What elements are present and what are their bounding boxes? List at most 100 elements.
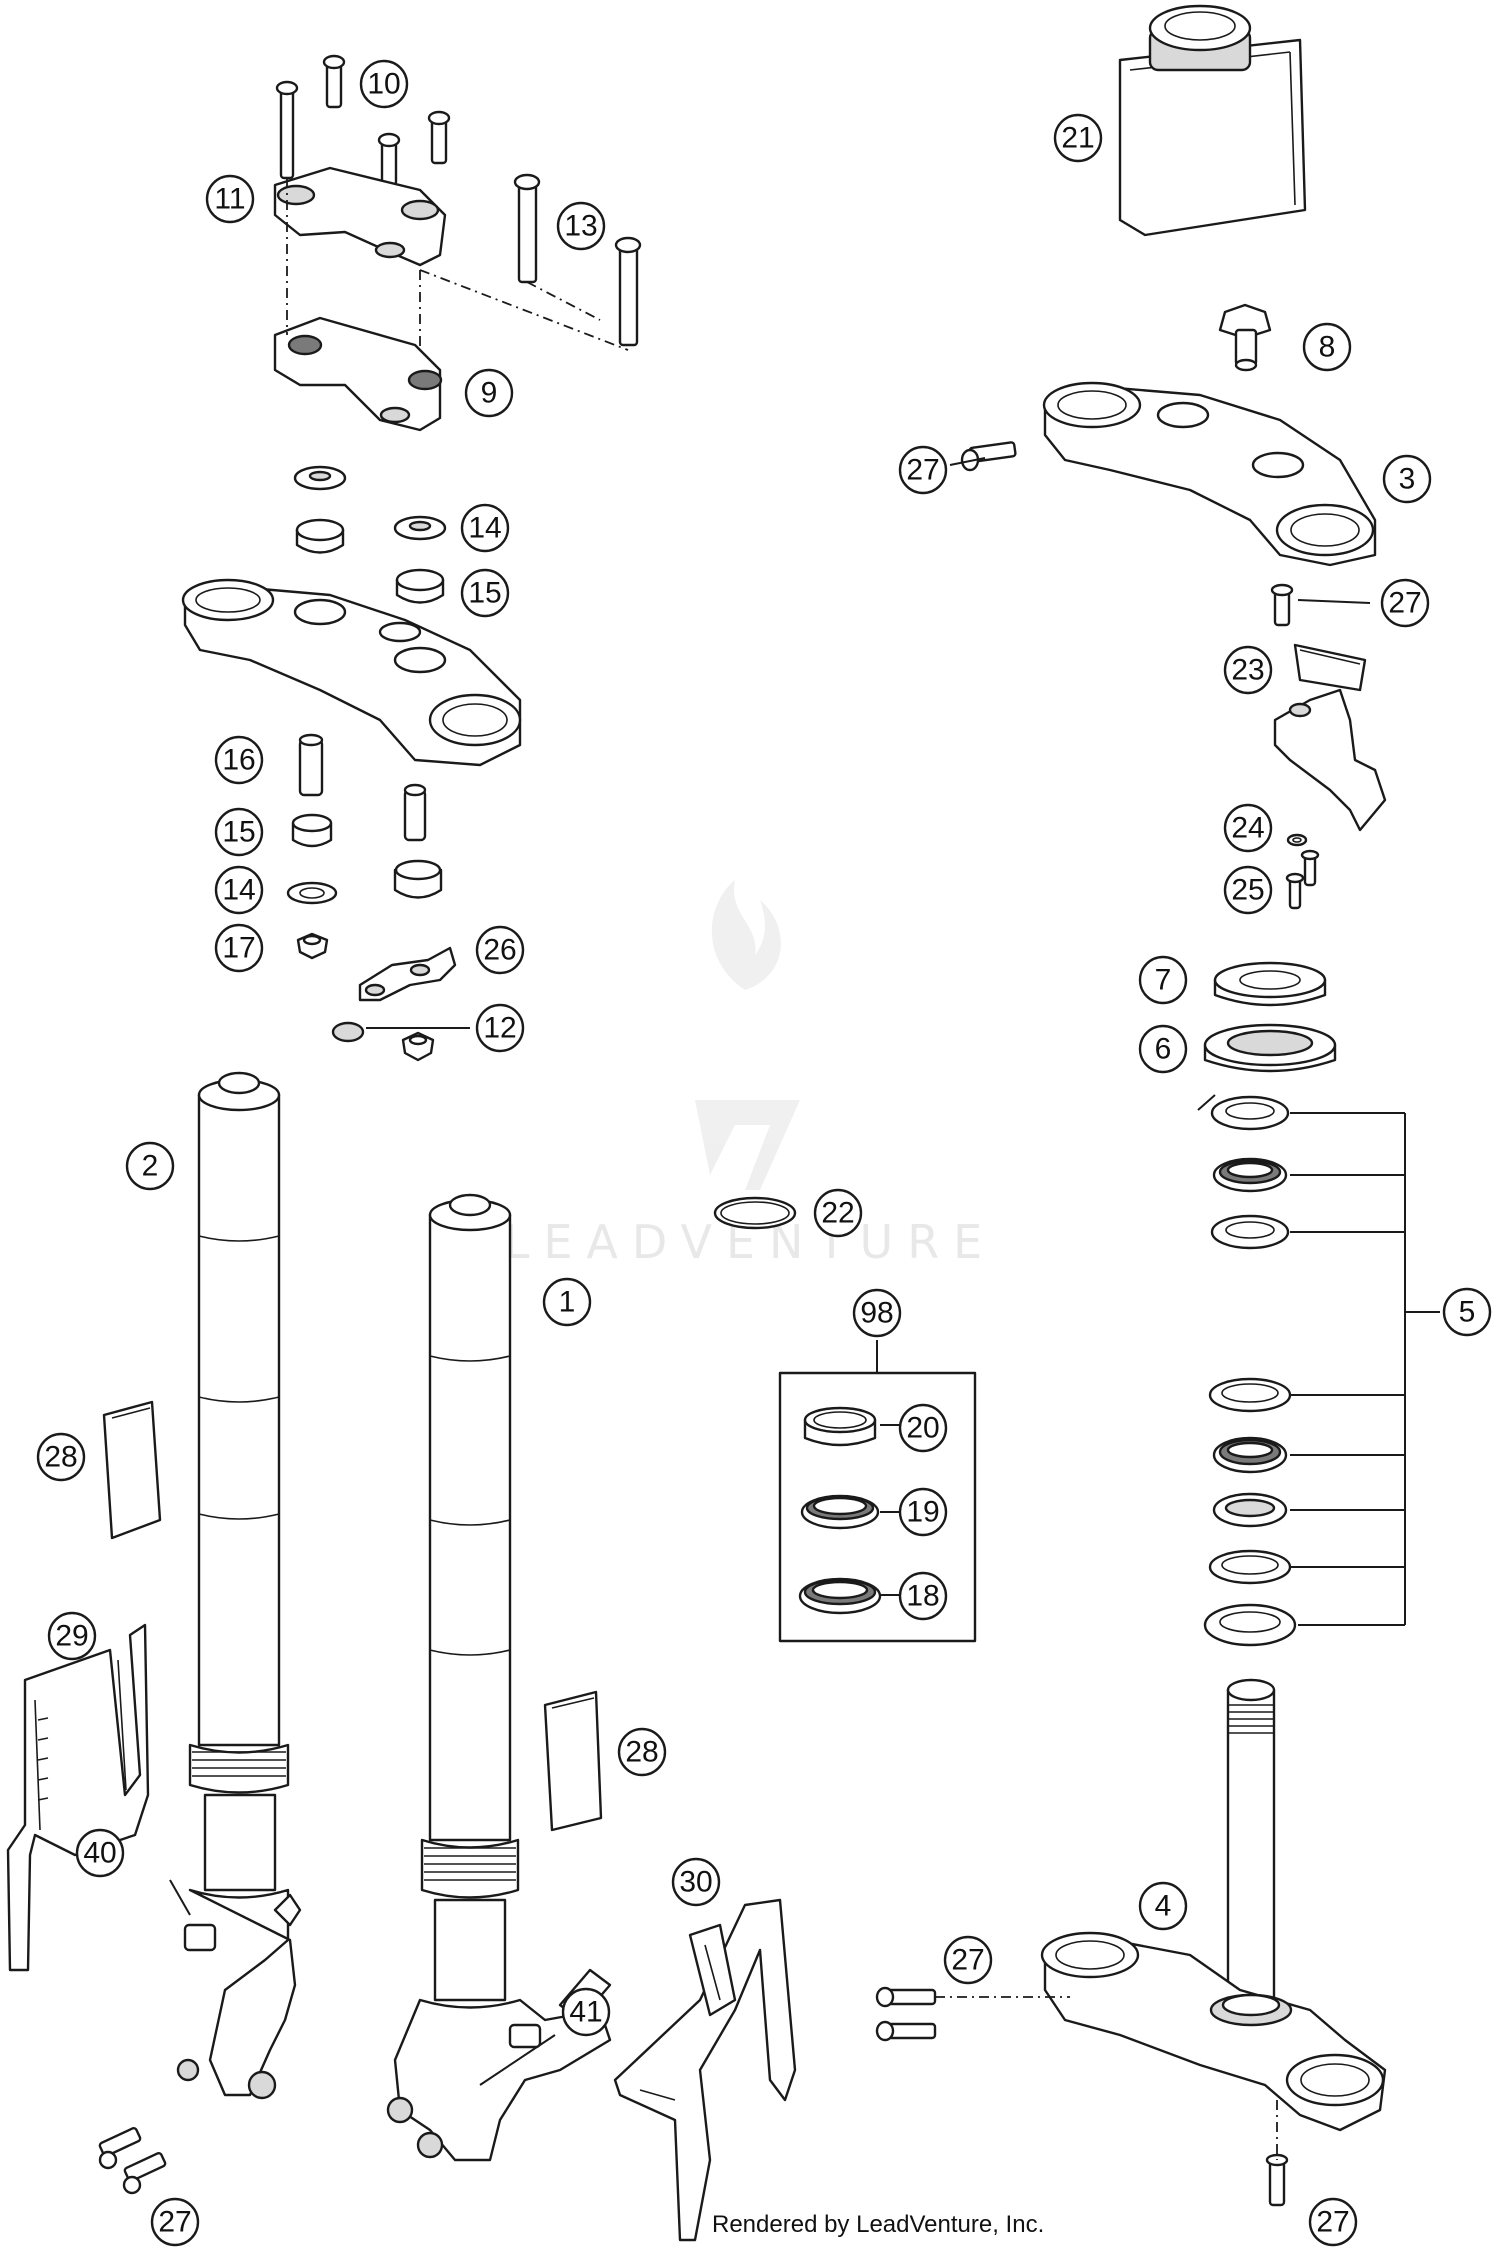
svg-text:40: 40 — [83, 1837, 116, 1870]
part-4-lower-triple-clamp — [1040, 1678, 1387, 2132]
svg-text:9: 9 — [481, 377, 498, 410]
callout-26: 26 — [475, 925, 525, 975]
part-10-bolts — [275, 54, 451, 187]
callout-23: 23 — [1223, 645, 1273, 695]
svg-text:15: 15 — [222, 816, 255, 849]
callout-21: 21 — [1053, 113, 1103, 163]
part-5-bracket-lines — [1290, 1112, 1440, 1626]
callout-25: 25 — [1223, 865, 1273, 915]
callout-22: 22 — [813, 1188, 863, 1238]
callout-41: 41 — [561, 1987, 611, 2037]
svg-text:1: 1 — [559, 1286, 576, 1319]
callout-6: 6 — [1138, 1024, 1188, 1074]
part-7-steering-nut — [1213, 961, 1327, 1007]
callout-15-top: 15 — [460, 568, 510, 618]
callout-12: 12 — [475, 1003, 525, 1053]
callout-20: 20 — [898, 1403, 948, 1453]
svg-text:5: 5 — [1459, 1296, 1476, 1329]
callout-9: 9 — [464, 368, 514, 418]
svg-text:27: 27 — [906, 454, 939, 487]
part-22-o-ring — [713, 1196, 797, 1230]
part-9-handlebar-clamp-bottom — [273, 316, 443, 432]
svg-text:14: 14 — [468, 512, 501, 545]
svg-text:28: 28 — [625, 1736, 658, 1769]
part-21-oil-can — [1118, 4, 1307, 237]
part-14-15-dampers-top — [293, 465, 447, 604]
part-26-bracket — [358, 946, 457, 1002]
callout-5: 5 — [1442, 1287, 1492, 1337]
part-15-14-17-lower-dampers — [286, 813, 443, 960]
svg-text:21: 21 — [1061, 122, 1094, 155]
svg-text:29: 29 — [55, 1620, 88, 1653]
callout-8: 8 — [1302, 322, 1352, 372]
part-11-handlebar-clamp-top — [273, 166, 447, 267]
callout-4: 4 — [1138, 1881, 1188, 1931]
footer-credit: Rendered by LeadVenture, Inc. — [712, 2211, 1044, 2238]
callout-18: 18 — [898, 1571, 948, 1621]
callout-27-lower-right: 27 — [1308, 2197, 1358, 2247]
part-27-bolts-lower-left — [98, 2126, 167, 2195]
svg-text:98: 98 — [860, 1297, 893, 1330]
callout-14-lower: 14 — [214, 865, 264, 915]
svg-text:13: 13 — [564, 210, 597, 243]
svg-text:7: 7 — [1155, 964, 1172, 997]
callout-13: 13 — [556, 201, 606, 251]
svg-text:30: 30 — [679, 1866, 712, 1899]
svg-text:12: 12 — [483, 1012, 516, 1045]
svg-text:2: 2 — [142, 1150, 159, 1183]
svg-text:19: 19 — [906, 1496, 939, 1529]
callout-28-left: 28 — [36, 1432, 86, 1482]
part-16-pins — [298, 733, 427, 842]
part-13-long-bolts — [513, 173, 642, 347]
svg-text:22: 22 — [821, 1197, 854, 1230]
callout-14-top: 14 — [460, 503, 510, 553]
svg-text:14: 14 — [222, 874, 255, 907]
callout-16: 16 — [214, 735, 264, 785]
part-1-fork-leg-center — [386, 1193, 612, 2162]
svg-text:6: 6 — [1155, 1033, 1172, 1066]
svg-text:27: 27 — [158, 2206, 191, 2239]
callout-27-upper-left: 27 — [898, 445, 948, 495]
svg-text:25: 25 — [1231, 874, 1264, 907]
callout-24: 24 — [1223, 803, 1273, 853]
callout-27-lower-middle: 27 — [943, 1935, 993, 1985]
svg-text:11: 11 — [214, 183, 245, 216]
callout-28-right: 28 — [617, 1727, 667, 1777]
svg-text:23: 23 — [1231, 654, 1264, 687]
svg-text:18: 18 — [906, 1580, 939, 1613]
part-2-fork-leg-left — [176, 1071, 302, 2100]
callout-1: 1 — [542, 1277, 592, 1327]
callout-7: 7 — [1138, 955, 1188, 1005]
callout-15-lower: 15 — [214, 807, 264, 857]
callout-11: 11 — [205, 174, 255, 224]
callout-17: 17 — [214, 923, 264, 973]
svg-text:8: 8 — [1319, 331, 1336, 364]
svg-text:20: 20 — [906, 1412, 939, 1445]
part-3-upper-triple-clamp — [1042, 381, 1377, 567]
callout-10: 10 — [359, 59, 409, 109]
svg-text:27: 27 — [1388, 587, 1421, 620]
svg-text:41: 41 — [569, 1996, 602, 2029]
part-23-steering-damper-bracket — [1273, 643, 1387, 832]
callout-19: 19 — [898, 1487, 948, 1537]
part-28-pads — [102, 1400, 603, 1832]
upper-triple-clamp-left — [181, 578, 522, 767]
callout-29: 29 — [47, 1611, 97, 1661]
callout-30: 30 — [671, 1857, 721, 1907]
leader-lines — [169, 457, 1371, 2086]
svg-text:17: 17 — [222, 932, 255, 965]
leader-dash-27-lower — [935, 1996, 1278, 2160]
svg-text:16: 16 — [222, 744, 255, 777]
callout-27-lower-left: 27 — [150, 2197, 200, 2247]
svg-text:15: 15 — [468, 577, 501, 610]
part-27-clamp-bolts — [960, 441, 1294, 627]
part-6-bearing-cover — [1203, 1023, 1337, 1073]
callout-2: 2 — [125, 1141, 175, 1191]
part-27-lower-clamp-bolts — [875, 1986, 1289, 2207]
callout-27-upper-right: 27 — [1380, 578, 1430, 628]
svg-text:27: 27 — [951, 1944, 984, 1977]
callout-3: 3 — [1382, 454, 1432, 504]
part-29-fork-guard-left — [6, 1623, 150, 1972]
part-8-center-bolt — [1218, 303, 1272, 372]
